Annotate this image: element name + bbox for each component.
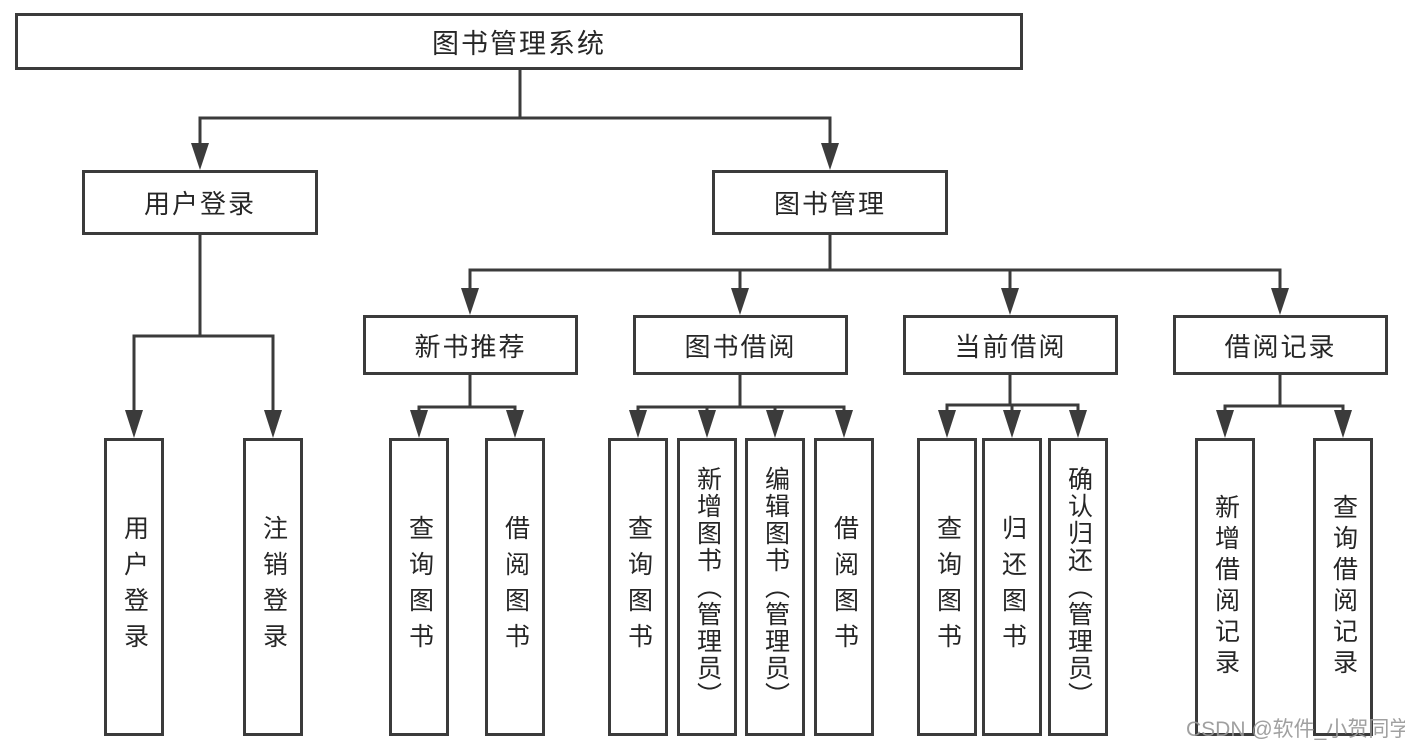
node-label: 查询借阅记录 — [1329, 494, 1358, 680]
node-label: 当前借阅 — [954, 331, 1067, 362]
branch-connector-book-mgmt — [468, 235, 1282, 290]
node-label: 新书推荐 — [414, 331, 527, 362]
node-label: 用户登录 — [143, 189, 256, 219]
leaf-cb-confirm-return-admin: 确认归还（管理员） — [1048, 438, 1108, 736]
leaf-nbr-borrow-books: 借阅图书 — [485, 438, 545, 736]
node-label: 借阅图书 — [501, 515, 530, 659]
node-label: 图书管理系统 — [432, 29, 606, 59]
node-book-borrow: 图书借阅 — [633, 315, 848, 375]
leaf-bb-borrow-books: 借阅图书 — [814, 438, 874, 736]
arrowhead — [1216, 410, 1352, 438]
branch-connector-new-book-rec — [417, 375, 517, 413]
node-book-mgmt: 图书管理 — [712, 170, 948, 235]
leaf-logout: 注销登录 — [243, 438, 303, 736]
node-label: 查询图书 — [405, 515, 434, 659]
leaf-br-query-record: 查询借阅记录 — [1313, 438, 1373, 736]
arrowhead — [938, 410, 1087, 438]
leaf-cb-query-books: 查询图书 — [917, 438, 977, 736]
node-label: 借阅记录 — [1224, 331, 1337, 362]
leaf-nbr-query-books: 查询图书 — [389, 438, 449, 736]
node-label: 图书借阅 — [684, 331, 797, 362]
arrowhead — [461, 288, 1289, 315]
node-root: 图书管理系统 — [15, 13, 1023, 70]
arrowhead — [629, 410, 853, 438]
node-user-login: 用户登录 — [82, 170, 318, 235]
node-label: 新增借阅记录 — [1211, 494, 1240, 680]
node-label: 查询图书 — [624, 515, 653, 659]
leaf-bb-edit-book-admin: 编辑图书（管理员） — [745, 438, 805, 736]
node-borrow-records: 借阅记录 — [1173, 315, 1388, 375]
node-label: 查询图书 — [933, 515, 962, 659]
branch-connector-root — [198, 70, 832, 146]
watermark: CSDN @软件_小贺同学 — [1186, 718, 1405, 741]
leaf-user-login: 用户登录 — [104, 438, 164, 736]
leaf-br-add-record: 新增借阅记录 — [1195, 438, 1255, 736]
leaf-bb-add-book-admin: 新增图书（管理员） — [677, 438, 737, 736]
branch-connector-borrow-records — [1223, 375, 1345, 413]
node-label: 归还图书 — [998, 515, 1027, 659]
arrowhead — [191, 143, 839, 170]
branch-connector-current-borrow — [945, 375, 1080, 413]
node-label: 编辑图书（管理员） — [761, 465, 790, 709]
node-label: 新增图书（管理员） — [693, 465, 722, 709]
node-label: 确认归还（管理员） — [1064, 465, 1093, 709]
node-new-book-rec: 新书推荐 — [363, 315, 578, 375]
node-label: 注销登录 — [259, 515, 288, 659]
node-label: 用户登录 — [120, 515, 149, 659]
leaf-bb-query-books: 查询图书 — [608, 438, 668, 736]
arrowhead — [410, 410, 524, 438]
branch-connector-user-login — [132, 235, 275, 412]
node-label: 借阅图书 — [830, 515, 859, 659]
arrowhead — [125, 410, 282, 438]
branch-connector-book-borrow — [636, 375, 846, 413]
node-current-borrow: 当前借阅 — [903, 315, 1118, 375]
node-label: 图书管理 — [773, 189, 886, 219]
leaf-cb-return-books: 归还图书 — [982, 438, 1042, 736]
